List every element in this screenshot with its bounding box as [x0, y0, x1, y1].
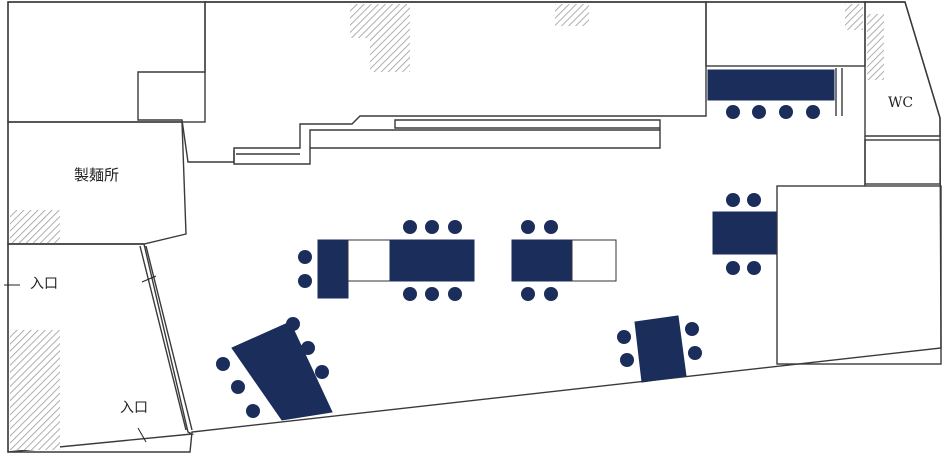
room-entrance-left: [7, 243, 195, 453]
room-kitchen-upper: [137, 1, 707, 163]
seat: [806, 105, 820, 119]
seat: [752, 105, 766, 119]
seat: [448, 287, 462, 301]
table-mid-right: [511, 239, 573, 282]
hatch-area-4: [867, 14, 884, 80]
seat: [448, 220, 462, 234]
room-right-small: [864, 139, 941, 185]
room-right-large: [776, 185, 942, 365]
seat: [617, 330, 631, 344]
seat: [403, 287, 417, 301]
table-mid-left-large: [389, 239, 475, 282]
seat: [403, 220, 417, 234]
seat: [544, 287, 558, 301]
label-entrance-left: 入口: [30, 276, 58, 292]
table-mid-left-small: [317, 239, 349, 299]
seat: [726, 193, 740, 207]
partition-line-2: [145, 245, 193, 431]
seat: [315, 365, 329, 379]
hatch-area-6: [10, 330, 60, 450]
hatch-area-1: [350, 4, 410, 72]
seat: [726, 105, 740, 119]
room-wc: [864, 1, 941, 137]
seat: [726, 261, 740, 275]
counter-table: [707, 69, 835, 101]
seat: [620, 353, 634, 367]
seat: [521, 220, 535, 234]
partition-line: [139, 245, 187, 431]
door-swing-icon-2: [141, 275, 157, 283]
seat: [747, 261, 761, 275]
seat: [747, 193, 761, 207]
label-entrance-bottom: 入口: [120, 400, 148, 416]
seat: [521, 287, 535, 301]
room-top-right: [705, 1, 866, 67]
table-slanted-left: [231, 321, 333, 421]
label-wc: WC: [888, 95, 913, 111]
seat: [301, 341, 315, 355]
table-mid-right-white: [571, 239, 617, 282]
seat: [425, 220, 439, 234]
seat: [298, 250, 312, 264]
label-seimen: 製麺所: [74, 166, 119, 184]
seat: [286, 317, 300, 331]
table-slanted-right: [634, 315, 687, 383]
counter-line-1: [233, 119, 661, 165]
seat: [246, 404, 260, 418]
seat: [688, 346, 702, 360]
table-mid-left-white: [347, 239, 391, 282]
seat: [231, 380, 245, 394]
room-seimen: [7, 121, 187, 245]
table-right: [712, 211, 777, 255]
seat: [685, 322, 699, 336]
seat: [298, 274, 312, 288]
hatch-area-2: [555, 4, 589, 26]
seat: [544, 220, 558, 234]
room-top-left: [7, 1, 206, 123]
seat: [216, 357, 230, 371]
seat: [425, 287, 439, 301]
door-swing-icon: [137, 427, 147, 443]
counter-line-2: [309, 129, 660, 148]
seat: [779, 105, 793, 119]
hatch-area-5: [10, 210, 60, 243]
hatch-area-3: [845, 4, 863, 30]
